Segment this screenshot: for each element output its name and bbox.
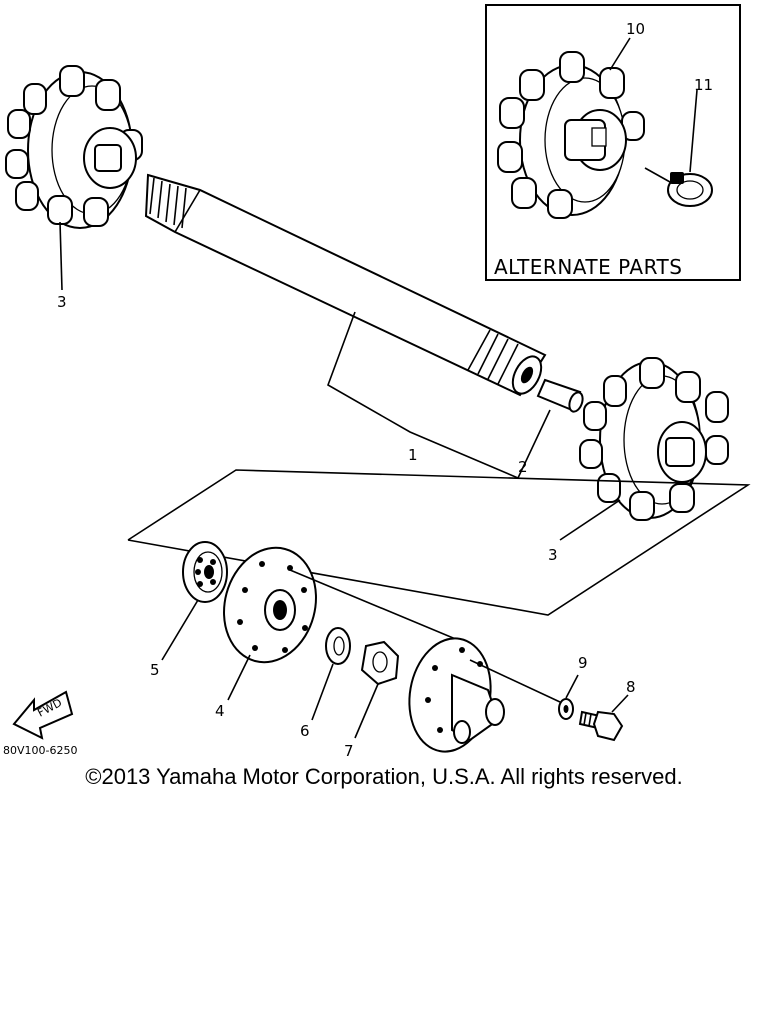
callout-7: 7 xyxy=(344,742,354,760)
fwd-arrow-icon: FWD xyxy=(12,690,74,740)
nut-part xyxy=(360,640,400,686)
callout-6: 6 xyxy=(300,722,310,740)
callout-3-left: 3 xyxy=(57,293,67,311)
copyright-text: ©2013 Yamaha Motor Corporation, U.S.A. A… xyxy=(85,764,683,789)
clamp-part xyxy=(667,172,713,207)
alternate-sprocket xyxy=(497,51,645,219)
pin-part xyxy=(536,378,584,413)
hub-disc xyxy=(223,546,317,664)
callout-10: 10 xyxy=(626,20,645,38)
callout-9: 9 xyxy=(578,654,588,672)
figure-code: 80V100-6250 xyxy=(3,744,77,757)
alternate-parts-label: ALTERNATE PARTS xyxy=(494,255,682,279)
washer-part xyxy=(325,627,351,665)
drive-shaft xyxy=(144,173,547,397)
right-sprocket xyxy=(579,357,729,521)
bearing-part xyxy=(182,541,228,603)
callout-5: 5 xyxy=(150,661,160,679)
callout-11: 11 xyxy=(694,76,713,94)
callout-8: 8 xyxy=(626,678,636,696)
bolt-part xyxy=(578,710,624,742)
flange-hub xyxy=(408,637,505,753)
callout-4: 4 xyxy=(215,702,225,720)
callout-1: 1 xyxy=(408,446,418,464)
callout-2: 2 xyxy=(518,458,528,476)
callout-3-right: 3 xyxy=(548,546,558,564)
left-sprocket xyxy=(5,65,143,229)
lock-washer-part xyxy=(558,698,574,720)
alternate-parts-box: ALTERNATE PARTS 10 1 xyxy=(485,4,741,281)
